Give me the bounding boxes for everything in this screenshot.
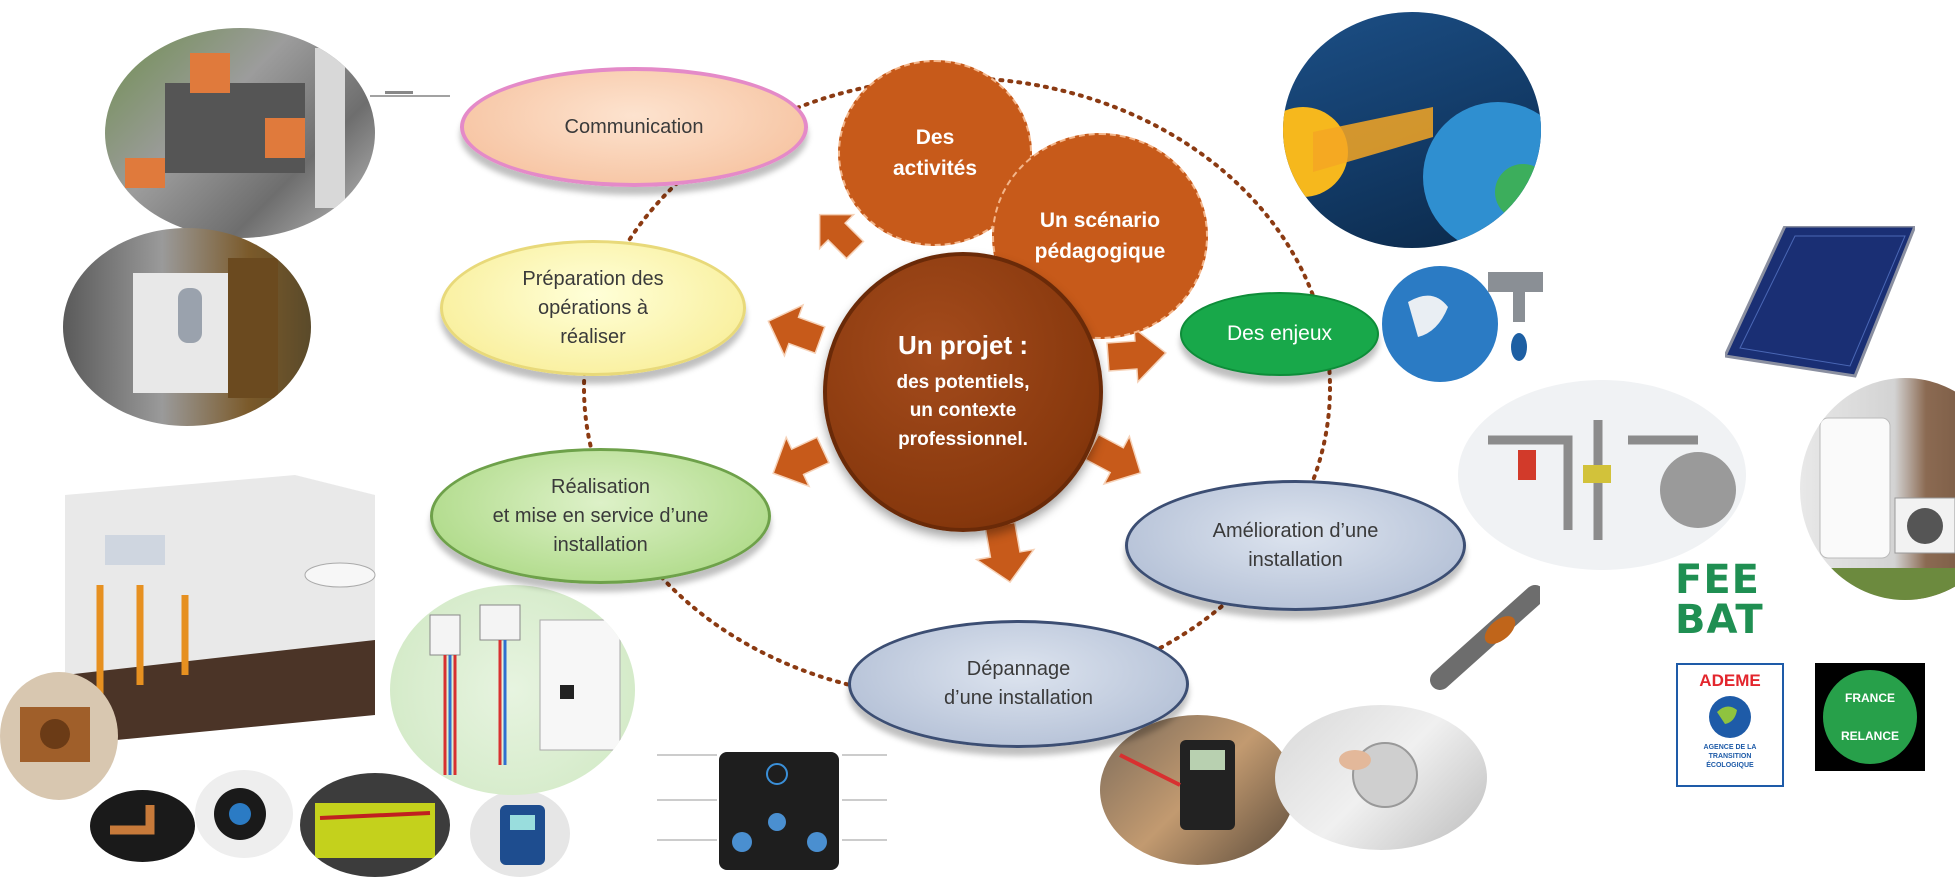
realisation-node: Réalisation et mise en service d’une ins… <box>430 448 771 584</box>
toolbox-photo <box>300 773 450 877</box>
installation-3d-photo <box>45 475 385 745</box>
copper-pipe-photo <box>90 790 195 862</box>
arrow-down-left <box>772 435 830 488</box>
depannage-label: Dépannage d’une installation <box>944 658 1093 709</box>
solar-panel-photo <box>1725 226 1915 381</box>
multimeter-photo <box>1100 715 1295 865</box>
arrow-down-right <box>1084 433 1142 486</box>
amelioration-node: Amélioration d’une installation <box>1125 480 1466 611</box>
water-heater-schematic-photo <box>1458 380 1746 570</box>
france-relance-text: FRANCE RELANCE <box>1840 691 1899 743</box>
pipe-insulation-photo <box>1430 585 1540 690</box>
boiler-room-photo <box>63 228 311 426</box>
electrical-wiring-photo <box>390 585 635 795</box>
arrow-down <box>974 521 1036 584</box>
feebat-logo: FEE BAT <box>1675 560 1770 645</box>
globe-tap-photo <box>1378 262 1578 384</box>
arrow-right <box>1106 326 1167 384</box>
realisation-label: Réalisation et mise en service d’une ins… <box>492 475 709 556</box>
central-subtitle: des potentiels, un contexte professionne… <box>896 371 1030 450</box>
activities-label: Des activités <box>892 125 978 181</box>
water-heater-repair-photo <box>1275 705 1487 850</box>
communication-label: Communication <box>564 115 704 138</box>
heat-pump-photo <box>1800 378 1955 600</box>
feebat-logo-line2: BAT <box>1675 597 1764 643</box>
central-title: Un projet : <box>898 329 1028 360</box>
france-relance-badge: FRANCE RELANCE <box>1823 670 1917 764</box>
arrow-up-left <box>818 213 865 260</box>
feebat-logo-line1: FEE <box>1675 557 1760 603</box>
france-relance-logo: FRANCE RELANCE <box>1815 663 1925 771</box>
amelioration-label: Amélioration d’une installation <box>1212 519 1379 571</box>
ademe-logo-title: ADEME <box>1699 671 1761 690</box>
scenario-label: Un scénario pédagogique <box>1034 208 1166 264</box>
insulation-foam-photo <box>195 770 293 858</box>
site-plan-photo <box>105 28 375 238</box>
site-plan-leader-line <box>370 91 450 97</box>
enjeux-node: Des enjeux <box>1180 292 1379 376</box>
enjeux-label: Des enjeux <box>1226 321 1333 345</box>
depannage-node: Dépannage d’une installation <box>848 620 1189 748</box>
greenhouse-effect-photo <box>1283 12 1541 248</box>
ademe-logo-caption: AGENCE DE LA TRANSITION ÉCOLOGIQUE <box>1703 744 1757 769</box>
control-interface-figure <box>637 740 907 877</box>
motor-part-photo <box>0 672 118 800</box>
preparation-node: Préparation des opérations à réaliser <box>440 240 746 376</box>
ademe-logo: ADEME AGENCE DE LA TRANSITION ÉCOLOGIQUE <box>1676 663 1784 787</box>
arrow-left <box>767 303 826 358</box>
preparation-label: Préparation des opérations à réaliser <box>522 267 664 348</box>
communication-node: Communication <box>460 67 808 187</box>
globe-icon <box>1709 696 1751 738</box>
central-project-node: Un projet : des potentiels, un contexte … <box>823 252 1103 532</box>
clamp-meter-photo <box>470 790 570 877</box>
